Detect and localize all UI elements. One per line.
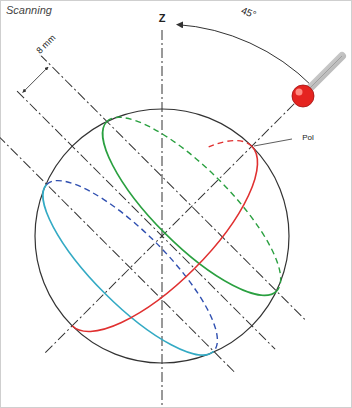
equator-line xyxy=(17,91,275,349)
meridian-back xyxy=(209,125,252,168)
z-axis xyxy=(162,30,163,406)
probe-ball xyxy=(292,85,314,107)
scan-circle-front xyxy=(21,184,213,376)
probe-highlight xyxy=(296,89,303,96)
dimension-line xyxy=(23,67,48,92)
plane-line xyxy=(0,123,236,374)
axis-label: Z xyxy=(158,13,167,24)
probe-stylus-edge xyxy=(308,56,342,90)
leader-line xyxy=(254,139,292,146)
angle-arc xyxy=(177,25,312,87)
scan-circle-back xyxy=(47,159,239,351)
pole-label: Pol xyxy=(301,134,315,142)
scan-circle-back xyxy=(107,95,304,292)
diagram-title: Scanning xyxy=(6,5,52,16)
scan-circle-front xyxy=(80,121,277,318)
meridian-front xyxy=(72,146,284,358)
probe-stylus xyxy=(308,56,342,90)
